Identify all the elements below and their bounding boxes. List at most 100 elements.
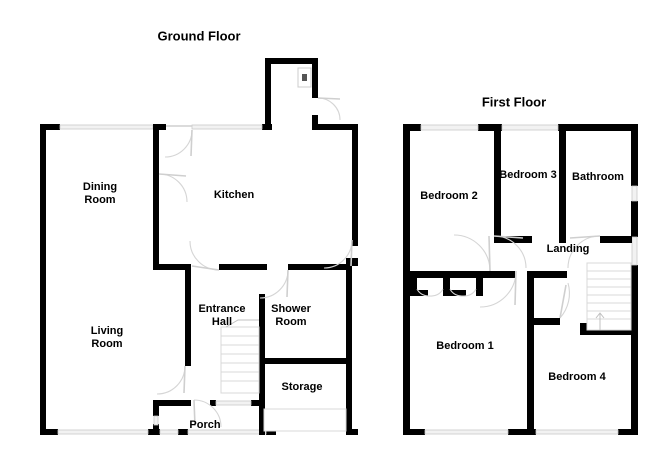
ground-internal-walls (153, 124, 347, 435)
wall-kitchen-shower-top (288, 264, 346, 270)
label-shower-room-line1: Shower (271, 303, 311, 315)
wall-ff-right-mid (631, 201, 638, 237)
wall-ff-right-upper (631, 124, 638, 186)
wall-bottom-right-stub (346, 429, 358, 435)
wall-porch-left-upper (153, 400, 159, 416)
first-internal-walls (410, 131, 632, 435)
wall-ff-right-lower (631, 265, 638, 435)
label-storage: Storage (282, 381, 323, 393)
wall-ext-right-upper (312, 58, 318, 98)
label-living-room-line1: Living (91, 325, 123, 337)
label-bedroom-2: Bedroom 2 (420, 190, 477, 202)
label-kitchen: Kitchen (214, 189, 255, 201)
wall-bed1-bed4 (527, 271, 534, 435)
label-porch: Porch (189, 419, 220, 431)
window-ff-bottom-bed4 (535, 429, 619, 435)
wall-porch-left-lower (153, 424, 159, 435)
wall-bed1-top (410, 271, 515, 278)
wall-ff-bottom-right-stub (618, 429, 638, 435)
wall-wardrobe-base-b (450, 290, 466, 296)
window-top-dining (59, 124, 154, 130)
wall-bed3-bathroom (559, 131, 566, 243)
wall-bottom-mullion-b (178, 429, 188, 435)
wall-stair-bottom (580, 328, 632, 335)
wall-bottom-mullion-c (266, 429, 276, 435)
window-bottom-porch-b (187, 429, 267, 435)
wall-wardrobe-mid (443, 278, 450, 296)
wall-porch-jamb (210, 400, 216, 406)
window-porch-side (153, 415, 159, 426)
window-ff-bottom-bed1 (424, 429, 509, 435)
ground-doors (156, 129, 353, 428)
first-doors (416, 234, 601, 319)
window-bottom-porch-a (159, 429, 179, 435)
ext-door (317, 97, 341, 121)
window-ff-top-bed2 (420, 124, 479, 131)
wall-bed4-top (527, 271, 567, 278)
wall-ff-top-left-stub (403, 124, 421, 131)
wall-right-lower (346, 264, 352, 435)
wall-bed4-jog (527, 318, 560, 325)
wall-top-right-run (312, 124, 358, 130)
wall-ext-right-lower (312, 115, 318, 130)
wall-right-upper (352, 130, 358, 240)
ground-room-labels: Dining Room Kitchen Living Room Entrance… (83, 181, 323, 431)
wall-ff-bottom-mullion (508, 429, 536, 435)
wall-living-hall (185, 264, 191, 366)
wall-hall-shower (259, 294, 265, 435)
window-top-kitchen (191, 124, 263, 130)
wall-ff-top-right-run (558, 124, 638, 131)
ground-floor-plan: Ground Floor Dining Room Kitchen Living … (40, 28, 358, 435)
wall-wardrobe-base-a (410, 290, 428, 296)
wall-porch-top (153, 400, 191, 406)
ext-small-window (297, 67, 312, 88)
first-staircase (586, 262, 632, 331)
label-entrance-hall-line1: Entrance (198, 303, 245, 315)
label-dining-room-line1: Dining (83, 181, 117, 193)
label-dining-room-line2: Room (84, 194, 115, 206)
wall-dining-kitchen-lower (153, 174, 159, 270)
wall-ff-left-exterior (403, 124, 410, 435)
first-room-labels: Bedroom 2 Bedroom 3 Bathroom Landing Bed… (420, 169, 624, 383)
ground-rear-extension-walls (265, 58, 318, 130)
window-porch-front (215, 400, 252, 406)
first-outer-walls (403, 124, 638, 435)
wall-top-right-stub (262, 124, 272, 130)
wall-bed3-landing-bottom (494, 236, 532, 243)
wall-wardrobe-left (410, 278, 417, 296)
wall-bed2-bed3 (494, 131, 501, 242)
window-bottom-living (57, 429, 149, 435)
wall-ff-top-mullion (478, 124, 502, 131)
wall-top-mullion (153, 124, 166, 130)
wall-porch-right-stub (251, 400, 259, 406)
wall-shower-storage (259, 358, 347, 364)
ground-outer-walls (40, 124, 358, 435)
wall-ext-top (265, 58, 318, 64)
wall-kitchen-hall (219, 264, 267, 270)
wall-left-exterior (40, 124, 46, 435)
wall-ff-bottom-left-stub (403, 429, 425, 435)
wall-top-left-stub (40, 124, 60, 130)
storage-fixture (263, 408, 347, 432)
label-bedroom-4: Bedroom 4 (548, 371, 606, 383)
wall-ext-left (265, 58, 271, 130)
wall-dining-kitchen-upper (153, 124, 159, 174)
label-living-room-line2: Room (91, 338, 122, 350)
label-shower-room-line2: Room (275, 316, 306, 328)
first-floor-title: First Floor (482, 94, 546, 109)
ground-staircase (220, 319, 260, 394)
wall-bathroom-bottom (600, 236, 632, 243)
label-bathroom: Bathroom (572, 171, 624, 183)
ground-floor-title: Ground Floor (157, 28, 240, 43)
wall-right-jog (346, 258, 358, 266)
wall-dining-hall-top (153, 264, 191, 270)
wall-bottom-left-stub (40, 429, 58, 435)
wall-right-step (352, 240, 358, 246)
label-landing: Landing (547, 243, 590, 255)
label-bedroom-3: Bedroom 3 (499, 169, 556, 181)
label-bedroom-1: Bedroom 1 (436, 340, 493, 352)
first-floor-plan: First Floor Bedroom 2 Bedroom 3 Bathroom… (403, 94, 638, 435)
wall-wardrobe-right (476, 278, 483, 296)
